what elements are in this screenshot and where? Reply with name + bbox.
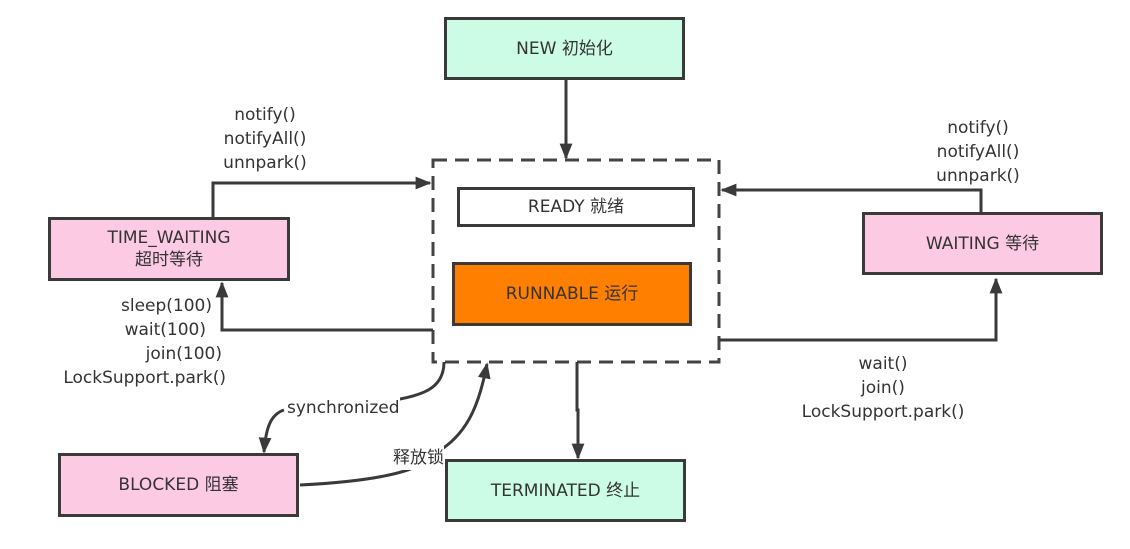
method-locksupport-park: LockSupport.park() [63,368,226,388]
state-time-waiting-label-zh: 超时等待 [135,250,203,270]
state-blocked[interactable]: BLOCKED 阻塞 [58,453,299,517]
method-notifyall: notifyAll() [223,129,307,149]
edge-label-running-to-timewaiting: sleep(100) wait(100) join(100) LockSuppo… [50,294,226,390]
method-unpark: unnpark() [936,166,1020,186]
edge-label-timewaiting-to-running: notify() notifyAll() unnpark() [200,103,330,175]
method-notify: notify() [234,105,296,125]
state-runnable[interactable]: RUNNABLE 运行 [452,262,692,326]
method-locksupport-park: LockSupport.park() [801,402,965,422]
state-terminated-label: TERMINATED 终止 [490,480,641,501]
edge-label-synchronized: synchronized [287,396,400,420]
method-wait: wait() [858,354,908,374]
state-blocked-label: BLOCKED 阻塞 [118,475,239,495]
state-new-label: NEW 初始化 [516,38,613,59]
edge-running-to-terminated [571,362,585,460]
state-runnable-label: RUNNABLE 运行 [505,284,639,304]
state-new[interactable]: NEW 初始化 [444,17,685,80]
state-time-waiting-label-en: TIME_WAITING [107,228,231,248]
method-notify: notify() [947,118,1009,138]
method-notifyall: notifyAll() [936,142,1020,162]
edge-running-to-blocked [264,361,446,452]
state-time-waiting[interactable]: TIME_WAITING 超时等待 [48,217,290,281]
state-ready[interactable]: READY 就绪 [457,187,695,227]
state-waiting-label: WAITING 等待 [925,233,1040,254]
edge-label-release-lock: 释放锁 [393,446,444,470]
state-ready-label: READY 就绪 [527,197,625,217]
state-waiting[interactable]: WAITING 等待 [862,212,1103,275]
method-wait-timeout: wait(100) [124,320,206,340]
edge-label-running-to-waiting: wait() join() LockSupport.park() [780,352,986,424]
edge-waiting-to-running [720,183,983,212]
edge-running-to-waiting [719,277,1003,342]
edge-running-to-timewaiting [215,281,433,332]
state-terminated[interactable]: TERMINATED 终止 [445,459,686,522]
method-join-timeout: join(100) [145,344,222,364]
method-unpark: unnpark() [223,153,307,173]
edge-timewaiting-to-running [211,176,432,218]
edge-label-waiting-to-running: notify() notifyAll() unnpark() [915,116,1041,188]
method-join: join() [861,378,905,398]
running-group-border [431,158,721,364]
method-sleep: sleep(100) [120,296,212,316]
